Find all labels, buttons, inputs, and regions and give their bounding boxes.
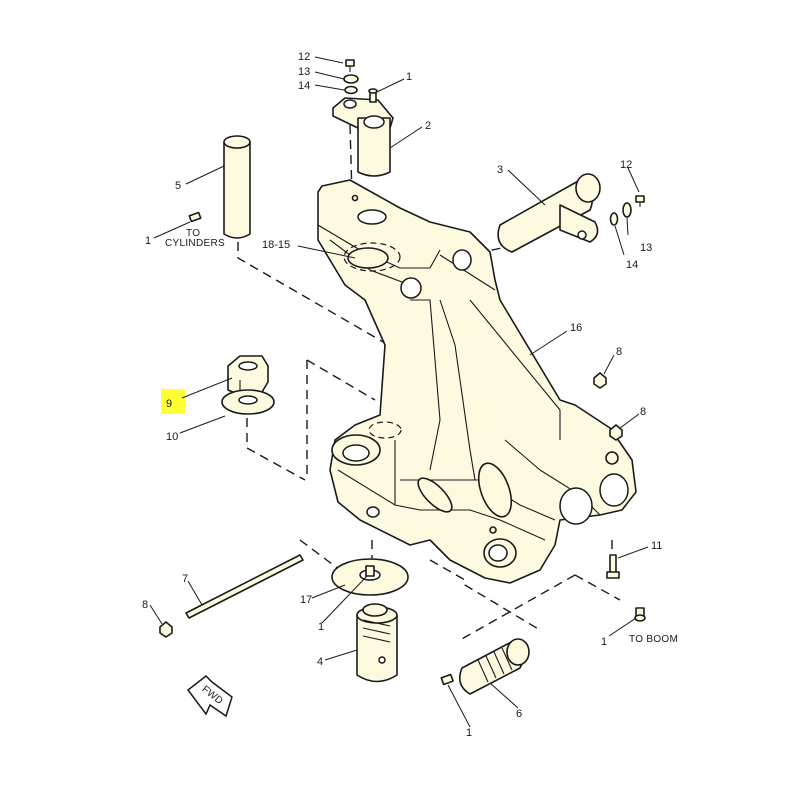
- part-14-lockwasher-top: [344, 85, 358, 95]
- frame-holes: [331, 194, 629, 568]
- callout-5: 5: [175, 180, 181, 192]
- callout-4: 4: [317, 656, 323, 668]
- part-10-washer: [221, 389, 275, 415]
- callout-14-top: 14: [298, 80, 310, 92]
- part-2-pin: [332, 97, 394, 177]
- callout-1-boom: 1: [601, 636, 607, 648]
- part-1-fitting-center: [365, 565, 375, 577]
- part-6-pin: [459, 638, 530, 695]
- callout-17: 17: [300, 594, 312, 606]
- frame-part-16: [317, 179, 637, 584]
- part-1-fitting-boom: [634, 607, 646, 622]
- callout-7: 7: [182, 573, 188, 585]
- callout-1-center: 1: [318, 621, 324, 633]
- note-to-cylinders-line2: CYLINDERS: [165, 238, 225, 249]
- callout-8-upper: 8: [616, 346, 622, 358]
- callout-10: 10: [166, 431, 178, 443]
- part-12-bolt-right: [635, 195, 645, 207]
- part-11-bolt: [606, 554, 620, 579]
- part-17-plate: [331, 558, 409, 596]
- part-4-pin: [356, 603, 398, 683]
- part-9-nut: [227, 355, 269, 396]
- callout-6: 6: [516, 708, 522, 720]
- part-13-washer-right: [622, 202, 632, 218]
- callout-9: 9: [166, 398, 172, 410]
- part-8-nut-left: [159, 621, 173, 638]
- callout-16: 16: [570, 322, 582, 334]
- part-7-rod: [185, 554, 304, 619]
- part-8-nut-middle: [609, 424, 623, 441]
- part-8-nut-upper: [593, 372, 607, 389]
- callout-1-lower: 1: [466, 727, 472, 739]
- part-12-bolt-top: [345, 59, 355, 72]
- callout-1-cylinders: 1: [145, 235, 151, 247]
- part-13-washer-top: [343, 74, 359, 84]
- callout-8-middle: 8: [640, 406, 646, 418]
- note-to-cylinders-line1: TO: [186, 228, 200, 239]
- callout-14-right: 14: [626, 259, 638, 271]
- part-14-lockwasher-right: [609, 212, 619, 226]
- callout-3: 3: [497, 164, 503, 176]
- callout-8-left: 8: [142, 599, 148, 611]
- part-3-pin: [497, 173, 601, 253]
- fwd-arrow: [186, 675, 233, 718]
- callout-12-top: 12: [298, 51, 310, 63]
- callout-13-top: 13: [298, 66, 310, 78]
- part-5-rod: [223, 135, 251, 239]
- callout-18-15: 18-15: [262, 239, 290, 251]
- callout-2: 2: [425, 120, 431, 132]
- note-to-boom: TO BOOM: [629, 634, 678, 645]
- callouts: 12 13 14 1 2 3 12 13 14 5 1 18-15 16 8 8…: [142, 51, 662, 739]
- callout-11: 11: [651, 540, 662, 552]
- leader-lines: [149, 56, 649, 728]
- callout-1-top: 1: [406, 71, 412, 83]
- part-1-fitting-cylinders: [188, 211, 202, 223]
- callout-13-right: 13: [640, 242, 652, 254]
- callout-9-highlight: [161, 389, 185, 414]
- part-1-fitting-top: [368, 88, 378, 103]
- part-1-fitting-lower: [440, 673, 454, 686]
- callout-12-right: 12: [620, 159, 632, 171]
